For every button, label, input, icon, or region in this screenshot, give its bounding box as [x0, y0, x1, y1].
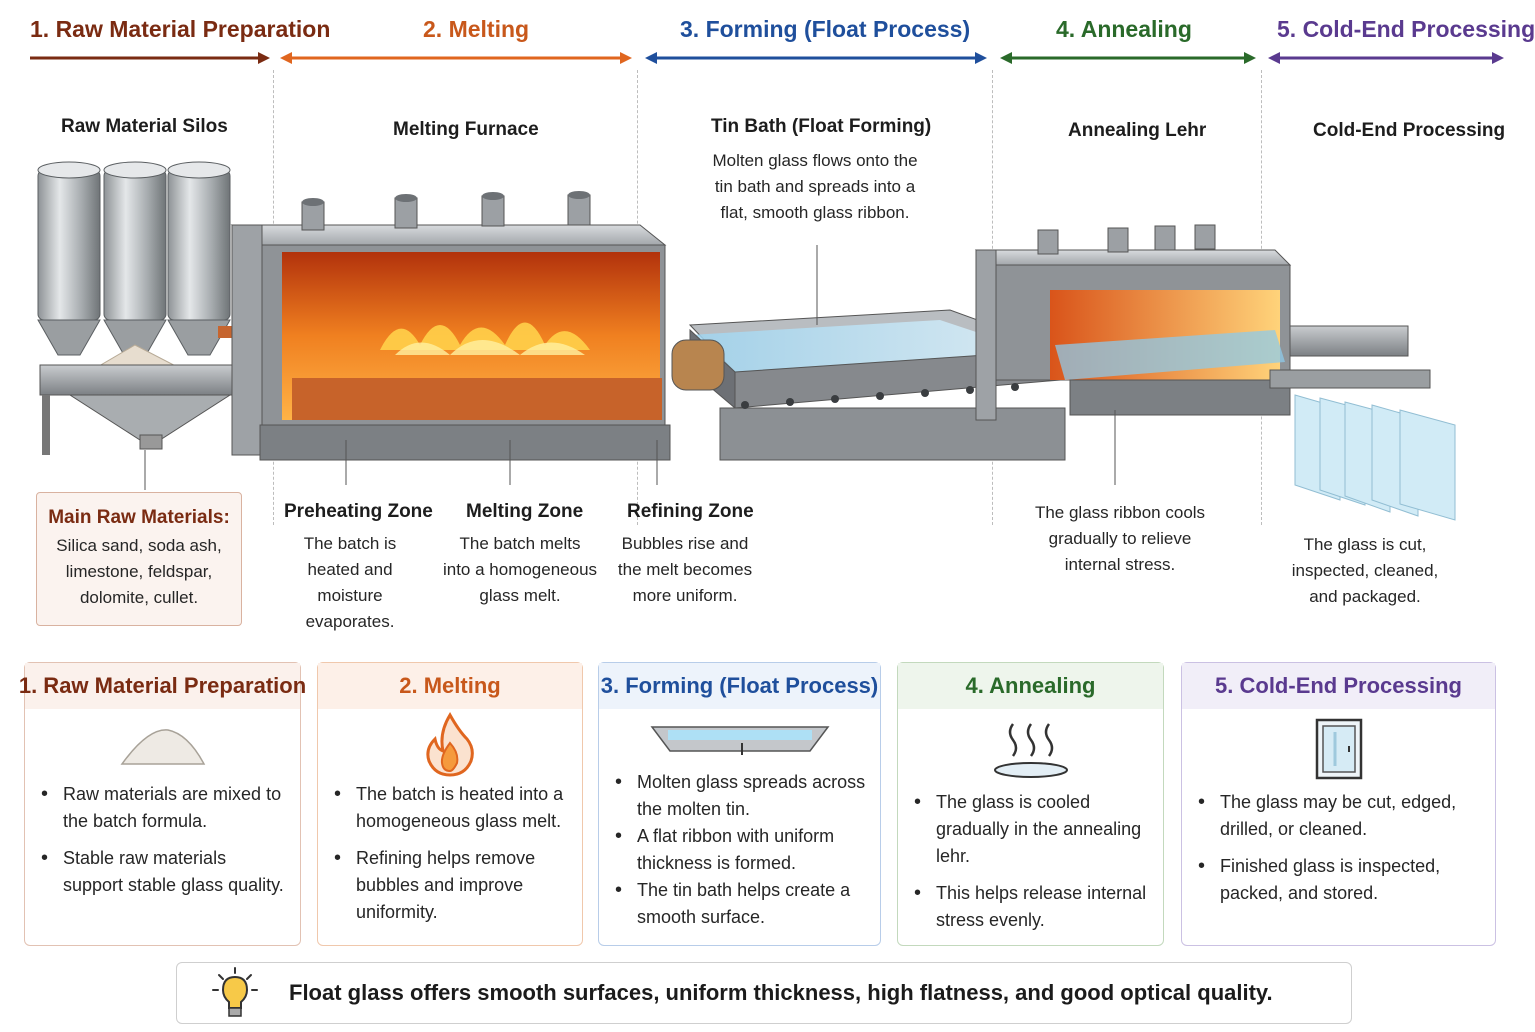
lightbulb-icon [212, 967, 258, 1017]
float-glass-line-illustration [37, 161, 1456, 521]
card-bullet: The glass is cooled gradually in the ann… [912, 789, 1149, 870]
heat-waves-icon [898, 709, 1163, 789]
card-bullet: Raw materials are mixed to the batch for… [39, 781, 286, 835]
stage-arrow-cold-end [1268, 52, 1504, 64]
footer-summary: Float glass offers smooth surfaces, unif… [176, 962, 1352, 1024]
card-bullet: This helps release internal stress evenl… [912, 880, 1149, 934]
raw-materials-title: Main Raw Materials: [48, 507, 230, 528]
stage-title-melting: 2. Melting [423, 16, 530, 42]
preheating-zone-title: Preheating Zone [284, 501, 433, 522]
raw-materials-box: Main Raw Materials: Silica sand, soda as… [36, 492, 242, 626]
card-melting: 2. Melting The batch is heated into a ho… [317, 662, 583, 946]
lehr-label: Annealing Lehr [1068, 120, 1207, 141]
card-annealing: 4. Annealing The glass is cooled gradual… [897, 662, 1164, 946]
stage-arrow-raw [30, 52, 270, 64]
stage-arrow-forming [645, 52, 987, 64]
card-forming: 3. Forming (Float Process) Molten glass … [598, 662, 881, 946]
stage-title-cold-end: 5. Cold-End Processing [1277, 16, 1535, 42]
card-raw-material-preparation: 1. Raw Material Preparation Raw material… [19, 662, 306, 946]
stage-title-annealing: 4. Annealing [1056, 16, 1192, 42]
card-bullet: Stable raw materials support stable glas… [39, 845, 286, 899]
sand-pile-icon [25, 709, 300, 781]
stage-arrow-melting [280, 52, 632, 64]
glass-panel-icon [1182, 709, 1495, 789]
flame-icon [318, 709, 582, 781]
card-title: 3. Forming (Float Process) [599, 663, 880, 709]
raw-materials-list: Silica sand, soda ash, limestone, feldsp… [56, 536, 222, 607]
tin-bath-note: Molten glass flows onto the tin bath and… [712, 151, 918, 222]
card-bullet: The batch is heated into a homogeneous g… [332, 781, 568, 835]
card-title: 4. Annealing [898, 663, 1163, 709]
card-bullet: The tin bath helps create a smooth surfa… [613, 877, 866, 931]
card-bullet: Molten glass spreads across the molten t… [613, 769, 866, 823]
stage-title-forming: 3. Forming (Float Process) [680, 16, 971, 42]
stage-title-raw: 1. Raw Material Preparation [30, 16, 331, 42]
furnace-label: Melting Furnace [393, 119, 539, 140]
footer-text: Float glass offers smooth surfaces, unif… [289, 980, 1273, 1005]
card-title: 2. Melting [318, 663, 582, 709]
stage-arrow-annealing [1000, 52, 1256, 64]
card-bullet: Refining helps remove bubbles and improv… [332, 845, 568, 926]
refining-zone-title: Refining Zone [627, 501, 754, 522]
tin-bath-icon [599, 709, 880, 769]
card-bullet: The glass may be cut, edged, drilled, or… [1196, 789, 1481, 843]
card-bullet: A flat ribbon with uniform thickness is … [613, 823, 866, 877]
card-title: 1. Raw Material Preparation [19, 663, 306, 709]
silos-label: Raw Material Silos [61, 116, 228, 137]
melting-zone-title: Melting Zone [466, 501, 584, 522]
card-cold-end: 5. Cold-End Processing The glass may be … [1181, 662, 1496, 946]
tin-bath-label: Tin Bath (Float Forming) [711, 116, 932, 137]
cold-end-label: Cold-End Processing [1313, 120, 1506, 141]
card-title: 5. Cold-End Processing [1182, 663, 1495, 709]
card-bullet: Finished glass is inspected, packed, and… [1196, 853, 1481, 907]
cold-end-note: The glass is cut,inspected, cleaned,and … [1291, 535, 1439, 606]
